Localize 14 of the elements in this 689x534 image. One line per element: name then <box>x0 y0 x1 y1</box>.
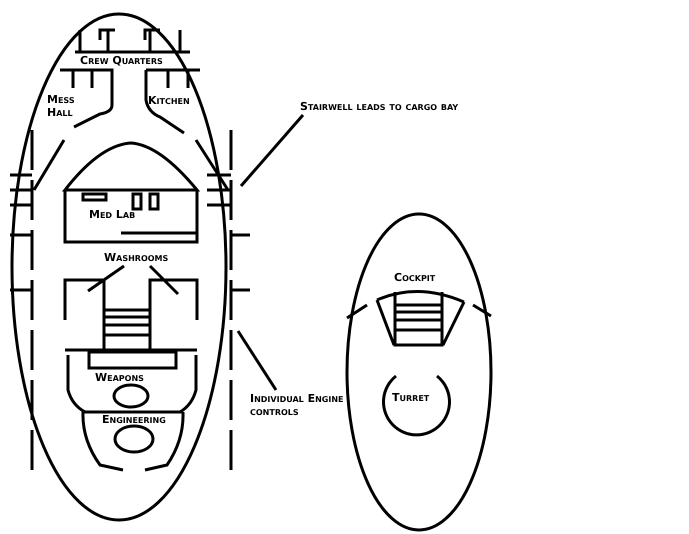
room-label: Cockpit <box>394 271 436 284</box>
leader-line <box>148 264 180 296</box>
room-label: Crew Quarters <box>80 54 163 67</box>
room-label: Weapons <box>95 371 144 384</box>
room-label: Turret <box>392 391 430 404</box>
leader-line <box>236 330 278 391</box>
room-label: Washrooms <box>104 251 168 264</box>
callout-text: Stairwell leads to cargo bay <box>300 100 458 113</box>
room-label: Kitchen <box>148 94 190 107</box>
room-label: Engineering <box>102 413 166 426</box>
room-label: Mess Hall <box>47 93 76 119</box>
callout-text: Individual Engine controls <box>250 392 348 418</box>
leader-line <box>240 114 304 187</box>
room-label: Med Lab <box>89 208 136 221</box>
